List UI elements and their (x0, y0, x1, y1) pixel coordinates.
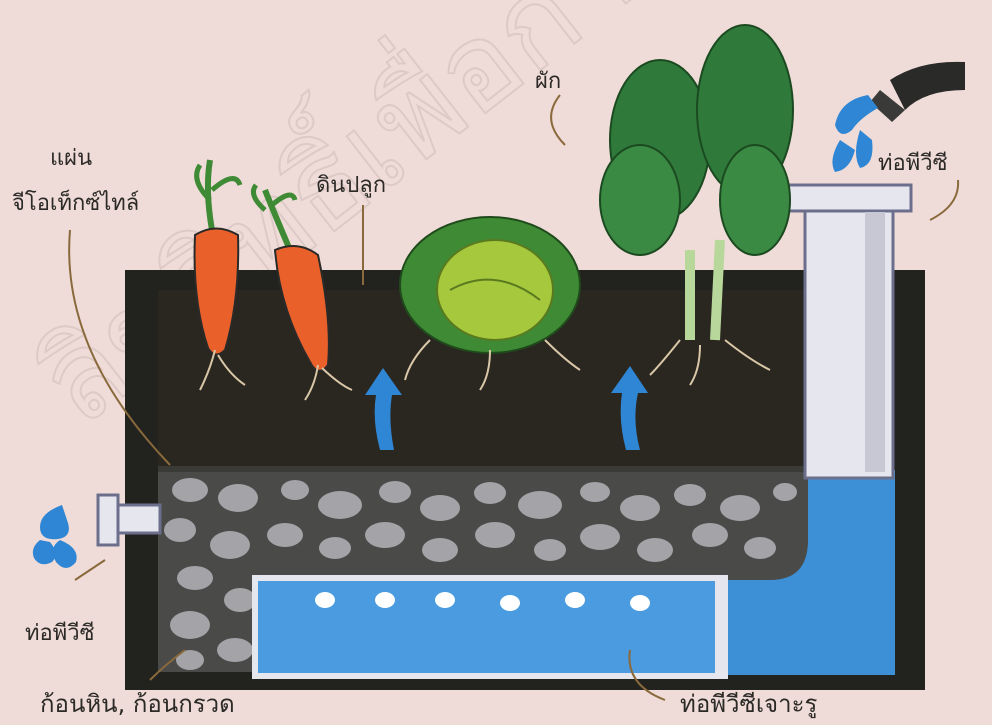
vegetable-label: ผัก (535, 69, 561, 94)
geotextile-label-line2: จีโอเท็กซ์ไทล์ (12, 188, 139, 216)
pvc-top-label: ท่อพีวีซี (878, 151, 948, 176)
hose-icon (870, 62, 965, 122)
geotextile-sheet (158, 466, 808, 472)
perforated-pvc-label: ท่อพีวีซีเจาะรู (680, 690, 817, 719)
water-stream-icon (832, 95, 878, 172)
water-drop-icon (33, 505, 77, 568)
geotextile-label-line1: แผ่น (50, 146, 92, 171)
perforated-pvc-pipe (255, 578, 725, 676)
stones-label: ก้อนหิน, ก้อนกรวด (40, 690, 235, 718)
pvc-drain-label: ท่อพีวีซี (25, 621, 95, 646)
soil-label: ดินปลูก (316, 173, 386, 198)
